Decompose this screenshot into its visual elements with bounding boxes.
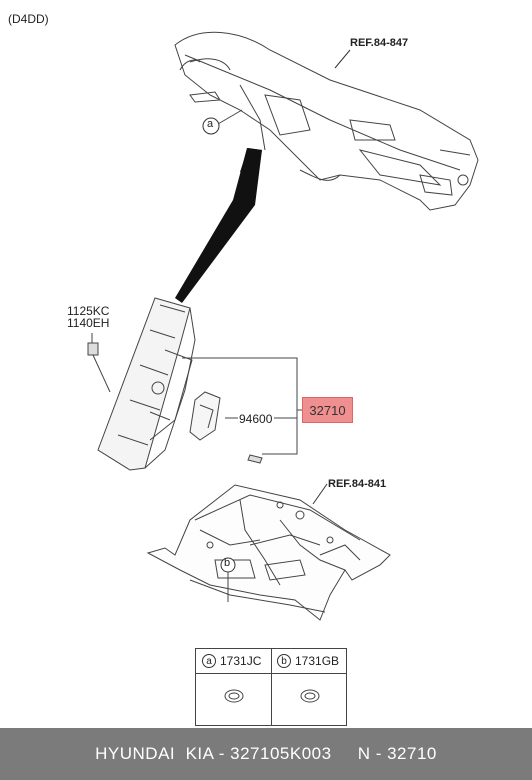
footer-bar: HYUNDAI KIA - 327105K003 N - 32710: [0, 728, 532, 780]
dashboard-illustration: [174, 31, 479, 211]
bolt-code-2: 1140EH: [67, 316, 110, 330]
part-bracket-lines: [182, 357, 302, 455]
fastener-legend: a 1731JC b 1731GB: [195, 648, 347, 726]
grommet-a-icon: [224, 689, 244, 703]
accelerator-pedal-illustration: [97, 297, 196, 471]
sensor-code: 94600: [239, 412, 273, 426]
legend-cell-b: b 1731GB: [271, 649, 347, 725]
ref-floor-leader: [312, 483, 328, 505]
legend-b-code: 1731GB: [295, 654, 340, 668]
callout-b-floor: [220, 557, 236, 602]
ref-dash-leader: [334, 49, 351, 69]
legend-b-letter: b: [277, 654, 291, 668]
bolt-illustration: [87, 333, 111, 393]
callout-b-letter: b: [224, 557, 231, 569]
legend-a-code: 1731JC: [220, 654, 262, 668]
legend-cell-a: a 1731JC: [196, 649, 272, 725]
ref-dash-label: REF.84-847: [350, 37, 409, 49]
footer-text: HYUNDAI KIA - 327105K003 N - 32710: [95, 744, 437, 763]
legend-a-letter: a: [202, 654, 216, 668]
variant-label: (D4DD): [8, 12, 49, 26]
parts-diagram: [87, 31, 479, 703]
bolt-code-1: 1125KC: [67, 304, 110, 318]
pedal-sensor-illustration: [189, 391, 221, 441]
callout-a-letter: a: [207, 118, 214, 130]
screw-illustration: [247, 454, 263, 464]
ref-floor-label: REF.84-841: [328, 478, 387, 490]
floor-panel-illustration: [146, 484, 391, 621]
highlighted-part-number[interactable]: 32710: [302, 397, 353, 423]
callout-a-dash: [202, 109, 243, 135]
connector-wedge: [175, 148, 262, 303]
grommet-b-icon: [300, 689, 320, 703]
